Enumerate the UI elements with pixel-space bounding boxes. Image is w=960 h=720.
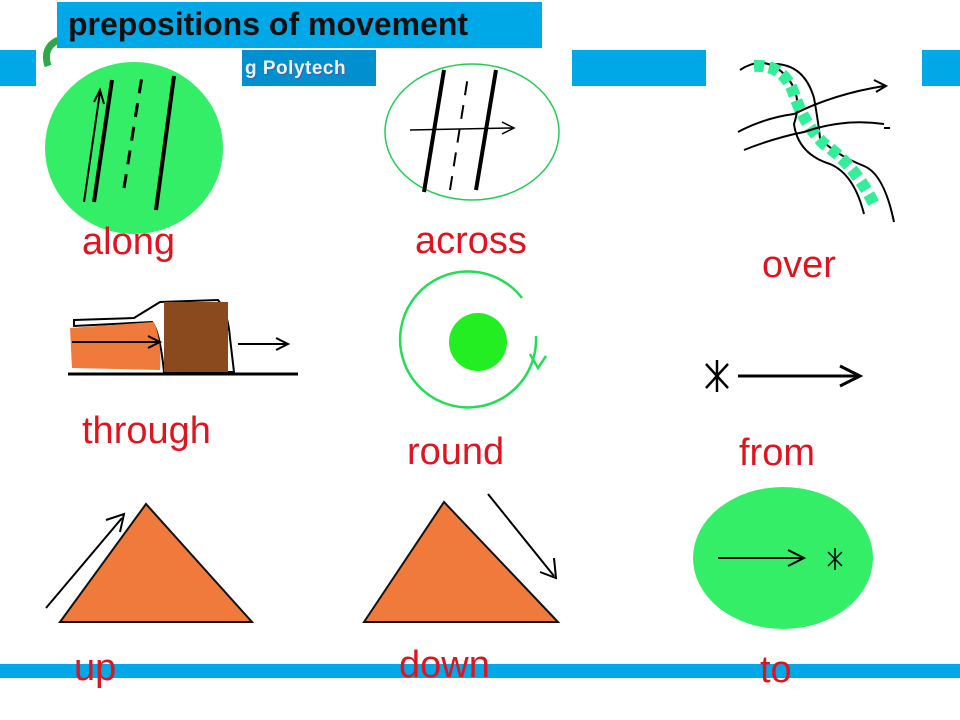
over-illustration xyxy=(737,59,895,223)
top-band-mid xyxy=(242,50,376,86)
top-band-right xyxy=(922,50,960,86)
logo-fragment xyxy=(42,36,60,68)
word-across: across xyxy=(415,220,527,262)
to-illustration xyxy=(693,487,873,629)
page-title: prepositions of movement xyxy=(68,6,469,42)
up-illustration xyxy=(45,502,255,623)
word-to: to xyxy=(760,649,792,691)
down-illustration xyxy=(362,493,561,623)
title-box xyxy=(57,2,542,48)
along-illustration xyxy=(45,62,223,234)
round-illustration xyxy=(398,270,548,409)
word-up: up xyxy=(74,647,117,689)
through-illustration xyxy=(68,298,298,376)
word-along: along xyxy=(82,221,175,263)
top-band-left xyxy=(0,50,36,86)
bottom-band xyxy=(0,664,960,678)
word-through: through xyxy=(82,410,211,452)
word-down: down xyxy=(399,644,490,686)
top-band-center xyxy=(572,50,706,86)
from-illustration xyxy=(705,360,864,392)
word-from: from xyxy=(739,432,815,474)
across-illustration xyxy=(384,63,560,201)
word-round: round xyxy=(407,431,505,473)
banner-text: g Polytech xyxy=(245,58,347,79)
word-over: over xyxy=(762,244,836,286)
